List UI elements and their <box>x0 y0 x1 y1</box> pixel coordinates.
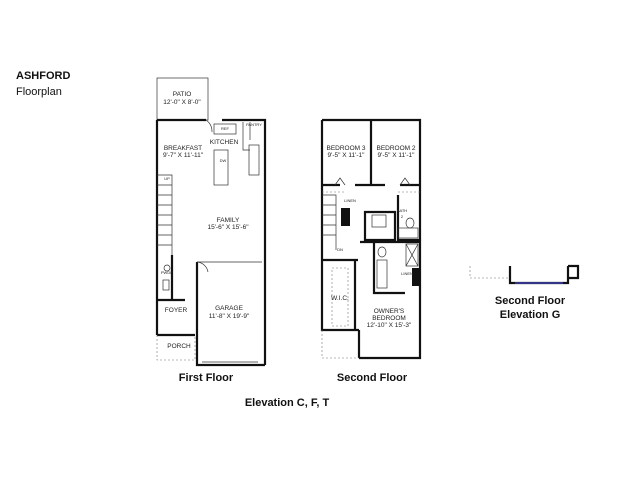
porch-outline <box>156 335 196 361</box>
toilet <box>405 217 415 229</box>
family-size: 15'-6" X 15'-6" <box>207 224 249 231</box>
elevation-g-caption-2: Elevation G <box>500 309 561 321</box>
owners-bedroom-size: 12'-10" X 15'-3" <box>367 322 412 329</box>
elevation-g-walls <box>508 264 580 285</box>
bedroom3-size: 9'-5" X 11'-1" <box>328 152 366 159</box>
bedroom2-label: BEDROOM 2 <box>376 145 415 152</box>
garage-walls <box>195 262 265 367</box>
first-floor-plan: PATIO 12'-0" X 8'-0" BREAKFAST 9'-7" X 1… <box>155 77 267 367</box>
pantry-walls <box>242 122 251 151</box>
owners-vanity <box>376 259 388 289</box>
kitchen-counter <box>248 144 260 176</box>
patio-door-swing <box>205 119 213 133</box>
second-floor-dashed-outline <box>321 330 359 359</box>
family-label: FAMILY <box>217 217 240 224</box>
plan-title: ASHFORD <box>16 70 71 82</box>
kitchen-island <box>213 149 229 186</box>
bedroom2-size: 9'-5" X 11'-1" <box>378 152 416 159</box>
pantry-label: PANTRY <box>246 122 262 127</box>
foyer-label: FOYER <box>165 307 188 314</box>
bedroom-walls <box>322 120 420 187</box>
toilet <box>162 279 170 291</box>
patio-size: 12'-0" X 8'-0" <box>163 99 201 106</box>
kitchen-label: KITCHEN <box>210 139 239 146</box>
elevation-g-sketch <box>469 264 580 285</box>
pwdr-label: PWDR <box>161 270 173 275</box>
dn-mark: DN <box>337 247 343 252</box>
garage-door-swing <box>196 261 209 273</box>
second-floor-caption: Second Floor <box>337 372 408 384</box>
owners-bedroom-label: OWNER'S <box>374 308 405 315</box>
patio-label: PATIO <box>173 91 192 98</box>
powder-room-walls <box>157 255 185 302</box>
wic-shelving <box>331 267 349 327</box>
breakfast-size: 9'-7" X 11'-11" <box>163 152 204 159</box>
linen-shelf-2 <box>412 268 420 286</box>
linen-shelf <box>341 208 350 226</box>
porch-label: PORCH <box>167 343 191 350</box>
second-floor-plan: BEDROOM 3 9'-5" X 11'-1" BEDROOM 2 9'-5"… <box>320 118 422 360</box>
shower-cross <box>405 243 419 267</box>
dw-mark: DW <box>220 158 227 163</box>
shower <box>405 243 419 267</box>
vanity <box>371 214 387 228</box>
owners-bedroom-label-2: BEDROOM <box>372 315 406 322</box>
stairs <box>157 174 173 255</box>
linen-label: LINEN <box>344 198 356 203</box>
owners-toilet <box>377 246 387 258</box>
refrigerator <box>213 123 237 135</box>
wic-walls <box>322 258 358 330</box>
bathtub <box>397 227 419 239</box>
linen-label-2: LINEN <box>401 271 413 276</box>
up-mark: UP <box>164 176 170 181</box>
elevation-note: Elevation C, F, T <box>245 397 330 409</box>
closet-door-swings <box>334 177 411 186</box>
elevation-g-dashed-outline <box>469 266 510 279</box>
stairs <box>322 194 337 250</box>
elevation-g-caption-1: Second Floor <box>495 295 566 307</box>
garage-label: GARAGE <box>215 305 243 312</box>
bath2-label: BATH <box>397 208 407 213</box>
owners-bath-walls <box>360 240 420 295</box>
sink <box>163 264 171 272</box>
bath2-number: 2 <box>401 214 404 219</box>
garage-size: 11'-8" X 19'-9" <box>209 313 250 320</box>
ref-mark: REF <box>221 126 230 131</box>
bath-walls <box>363 195 420 242</box>
bedroom3-label: BEDROOM 3 <box>326 145 365 152</box>
first-floor-caption: First Floor <box>179 372 234 384</box>
plan-subtitle: Floorplan <box>16 86 62 98</box>
wic-label: W.I.C. <box>331 295 349 302</box>
breakfast-label: BREAKFAST <box>164 145 202 152</box>
